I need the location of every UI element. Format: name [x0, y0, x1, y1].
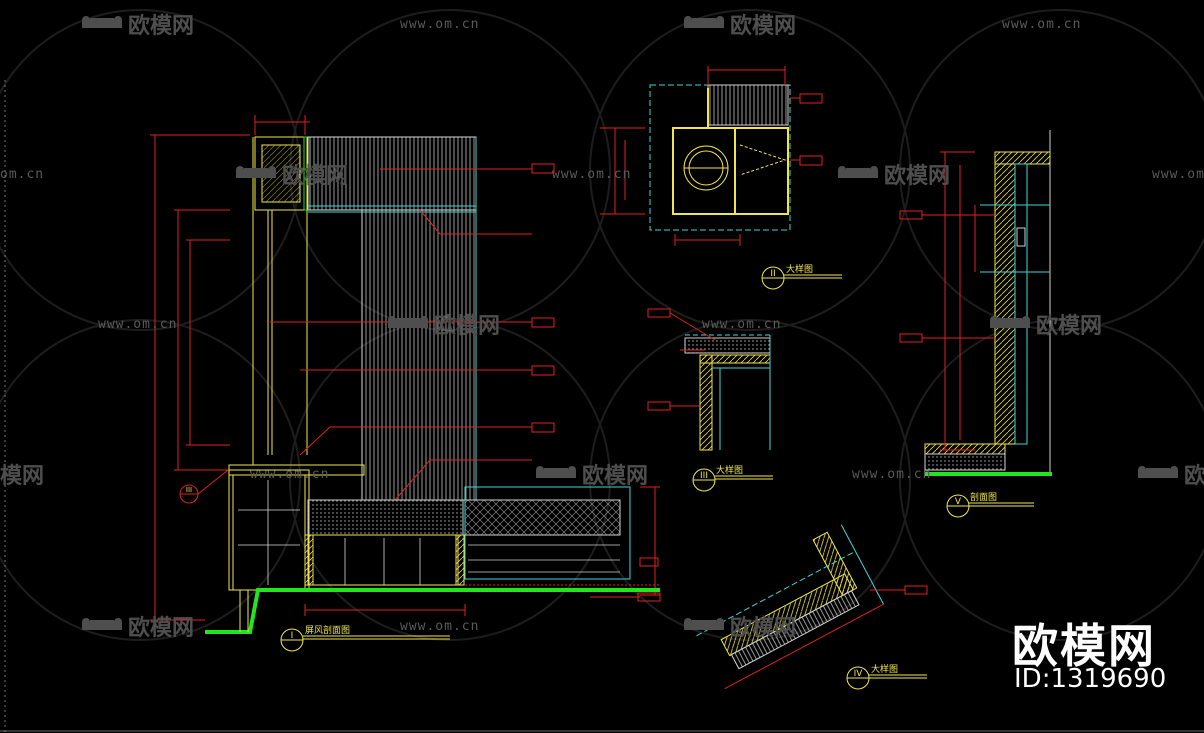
watermark-url: www.om.cn: [702, 317, 781, 332]
main-section-label: 屏风剖面图: [305, 624, 350, 636]
detail-5-title: V 剖面图: [946, 491, 1034, 518]
watermark-name: 欧模网: [884, 163, 950, 189]
main-section-drawing: III: [150, 115, 661, 634]
detail-5-number: V: [955, 497, 962, 507]
watermark-url: www.om.cn: [400, 619, 479, 634]
watermark-name: 欧模网: [282, 163, 348, 189]
main-section-title: I 屏风剖面图: [280, 624, 450, 652]
watermarks: www.om.cn www.om.cn om.cn www.om.cn www.…: [0, 13, 1204, 641]
watermark-url: www.om.cn: [852, 467, 931, 482]
detail-2-drawing: [600, 66, 823, 246]
detail-2-number: II: [770, 269, 775, 279]
model-id: ID:1319690: [1014, 664, 1167, 694]
watermark-url: www.om.cn: [250, 467, 329, 482]
watermark-name: 欧模网: [582, 463, 648, 489]
watermark-url: www.om.cn: [98, 317, 177, 332]
main-section-number: I: [291, 631, 294, 641]
watermark-name: 模网: [0, 464, 44, 489]
watermark-url: www.om.cn: [1002, 17, 1081, 32]
detail-2-label: 大样图: [786, 263, 813, 275]
watermark-name: 欧模网: [730, 615, 796, 641]
detail-3-title: III 大样图: [692, 464, 773, 492]
detail-4-number: IV: [854, 669, 864, 679]
brand-logo-text: 欧模网: [1012, 619, 1156, 673]
detail-4-drawing: [696, 524, 884, 690]
watermark-url: www.om.cn: [400, 17, 479, 32]
detail-2-title: II 大样图: [761, 263, 842, 290]
detail-5-label: 剖面图: [970, 491, 997, 503]
detail-3-label: 大样图: [716, 464, 743, 476]
detail-4-title: IV 大样图: [846, 663, 927, 690]
watermark-name: 欧模网: [1036, 313, 1102, 339]
watermark-name: 欧模网: [1184, 463, 1204, 489]
watermark-name: 欧模网: [128, 13, 194, 39]
watermark-name: 欧模网: [128, 615, 194, 641]
watermark-url: www.om.cn: [552, 167, 631, 182]
detail-4-leaders: [870, 585, 928, 595]
detail-5-drawing: [899, 130, 1052, 476]
detail-3-number: III: [700, 471, 708, 481]
callout-3-number: III: [186, 486, 192, 494]
detail-3-drawing: [647, 308, 771, 451]
callout-detail-3: III: [179, 469, 229, 504]
watermark-url: www.om.cn: [1152, 167, 1204, 182]
watermark-url: om.cn: [0, 167, 44, 182]
watermark-name: 欧模网: [434, 313, 500, 339]
watermark-name: 欧模网: [730, 13, 796, 39]
detail-4-label: 大样图: [871, 663, 898, 675]
